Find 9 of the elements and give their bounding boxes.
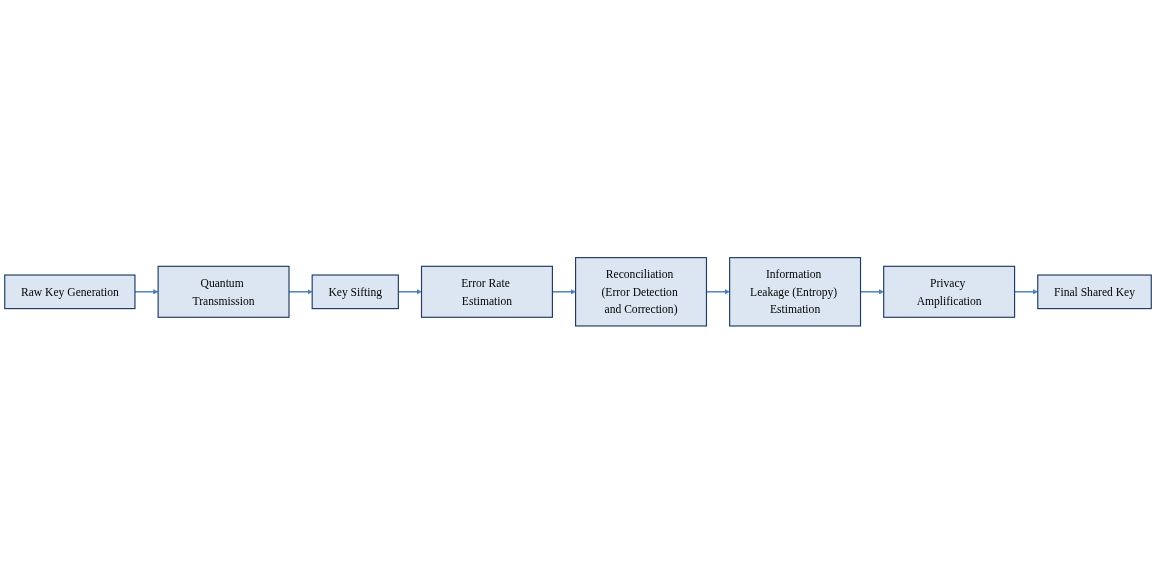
node-box: Key Sifting xyxy=(311,274,399,310)
node-box: Reconciliation (Error Detection and Correction) xyxy=(575,257,708,327)
node-box: Quantum Transmission xyxy=(157,265,290,319)
node-box: Raw Key Generation xyxy=(4,274,136,310)
arrow xyxy=(134,289,159,295)
node-box: Privacy Amplification xyxy=(883,265,1016,319)
node-box: Error Rate Estimation xyxy=(420,265,553,319)
node-box: Information Leakage (Entropy) Estimation xyxy=(729,257,862,327)
node-box: Final Shared Key xyxy=(1037,274,1152,310)
